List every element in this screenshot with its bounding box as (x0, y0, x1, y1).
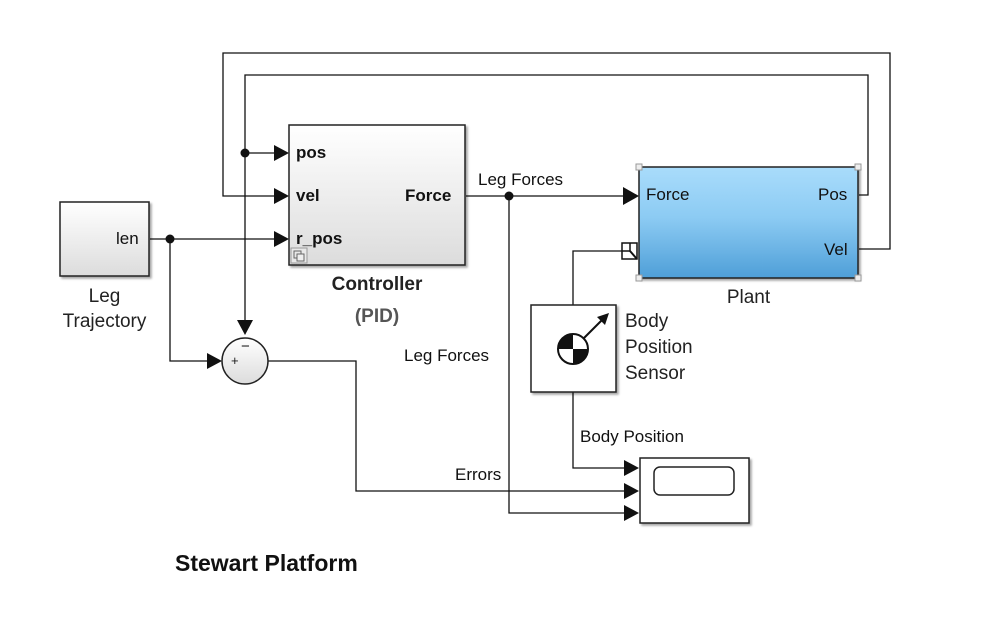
block-name-controller: Controller (331, 274, 423, 295)
sum-sign-plus: + (231, 353, 239, 368)
arrowhead-scope-1 (624, 460, 639, 476)
block-name-leg-trajectory-line1: Leg (88, 286, 121, 307)
branch-point (240, 148, 250, 158)
arrowhead-plant-force (623, 187, 639, 205)
port-label-plant-pos: Pos (818, 185, 848, 204)
arrowhead-vel (274, 188, 289, 204)
scope-screen-icon (653, 466, 735, 496)
signal-label-leg-forces-branch: Leg Forces (404, 346, 490, 365)
selection-handles[interactable] (635, 163, 862, 282)
port-label-plant-force: Force (646, 185, 690, 204)
arrowhead-pos (274, 145, 289, 161)
sum-sign-minus: − (241, 338, 250, 355)
plant-block[interactable] (638, 166, 859, 279)
signal-label-errors: Errors (455, 465, 502, 484)
signal-line-pos-feedback[interactable] (244, 74, 869, 196)
block-name-leg-trajectory-line2: Trajectory (62, 311, 147, 332)
branch-point (165, 234, 175, 244)
port-label-len: len (116, 229, 139, 248)
arrowhead-sum-minus (237, 320, 253, 335)
physical-connection-sensor[interactable] (572, 250, 622, 305)
controller-block[interactable] (288, 124, 466, 266)
block-name-sensor-line1: Body (625, 311, 669, 332)
signal-label-leg-forces: Leg Forces (478, 170, 564, 189)
center-of-mass-icon (557, 313, 609, 365)
signal-line-leg-forces-to-scope[interactable] (508, 196, 624, 514)
port-label-plant-vel: Vel (824, 240, 848, 259)
arrowhead-scope-2 (624, 483, 639, 499)
port-label-force-out: Force (405, 186, 452, 205)
signal-line-vel-feedback[interactable] (222, 52, 891, 250)
branch-point (504, 191, 514, 201)
arrowhead-sum-plus (207, 353, 222, 369)
block-name-plant: Plant (726, 287, 771, 308)
leg-trajectory-block[interactable] (59, 201, 150, 277)
block-name-sensor-line2: Position (625, 337, 693, 358)
port-label-pos: pos (296, 143, 327, 162)
arrowhead-scope-3 (624, 505, 639, 521)
frame-port-icon[interactable] (621, 242, 638, 260)
signal-line-len-to-sum[interactable] (169, 239, 210, 362)
block-name-sensor-line3: Sensor (625, 363, 686, 384)
port-label-r-pos: r_pos (296, 229, 343, 248)
model-title: Stewart Platform (175, 550, 358, 576)
sum-block[interactable] (221, 337, 269, 385)
subsystem-icon[interactable] (290, 247, 308, 264)
signal-line-errors[interactable] (268, 360, 624, 492)
block-subtitle-pid: (PID) (354, 306, 400, 327)
signal-line-body-position[interactable] (572, 392, 624, 469)
port-label-vel: vel (296, 186, 320, 205)
arrowhead-r-pos (274, 231, 289, 247)
signal-label-body-position: Body Position (580, 427, 684, 446)
